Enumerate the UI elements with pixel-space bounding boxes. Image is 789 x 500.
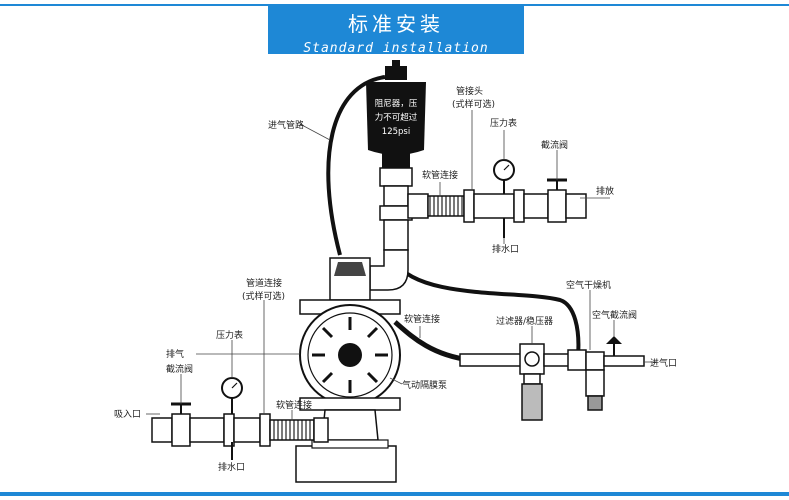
label-air-valve: 空气截流阀 [592,309,637,321]
label-suction-inlet: 吸入口 [114,409,141,420]
label-pump: 气动隔膜泵 [402,379,447,391]
title-banner: 标准安装 Standard installation [268,4,524,56]
air-treatment-line [459,343,645,421]
bottom-accent-bar [0,492,789,496]
label-discharge: 排放 [596,185,614,197]
label-gauge-top: 压力表 [490,117,517,129]
label-air-inlet: 进气口 [650,357,677,369]
air-shutoff-valve [606,336,622,356]
title-chinese: 标准安装 [348,12,444,36]
label-gauge-bottom: 压力表 [216,329,243,341]
label-pipe-fitting-1: 管接头 [456,85,483,97]
air-line-to-pump [393,320,471,363]
label-air-line: 进气管路 [268,119,304,131]
label-pipe-conn-2: (式样可选) [242,290,285,302]
air-line-to-dryer [393,260,581,357]
label-exhaust: 排气 [166,348,184,360]
shutoff-valve-top [547,178,567,190]
label-pipe-fitting-2: (式样可选) [452,98,495,110]
label-hose-top: 软管连接 [422,169,458,181]
label-hose-bottom: 软管连接 [276,399,312,411]
title-english: Standard installation [303,41,489,56]
discharge-pipe [407,189,587,223]
damper [366,60,426,168]
pressure-gauge-bottom [221,377,243,414]
label-air-dryer: 空气干燥机 [566,279,611,291]
label-filter-regulator: 过滤器/稳压器 [496,315,553,327]
label-hose-mid: 软管连接 [404,313,440,325]
shutoff-valve-bottom [171,402,191,414]
discharge-riser [369,167,413,291]
label-drain-bottom: 排水口 [218,461,245,473]
label-drain-top: 排水口 [492,243,519,255]
damper-label-2: 力不可超过 [375,112,418,123]
suction-pipe [151,413,329,447]
label-pipe-conn-1: 管道连接 [246,277,282,289]
label-valve-bottom: 截流阀 [166,363,193,375]
label-valve-top: 截流阀 [541,139,568,151]
pressure-gauge-top [493,159,515,194]
damper-label-1: 阻尼器，压 [375,99,418,109]
leader-lines [146,110,656,420]
diaphragm-pump [295,257,401,483]
damper-label-3: 125psi [382,127,410,137]
